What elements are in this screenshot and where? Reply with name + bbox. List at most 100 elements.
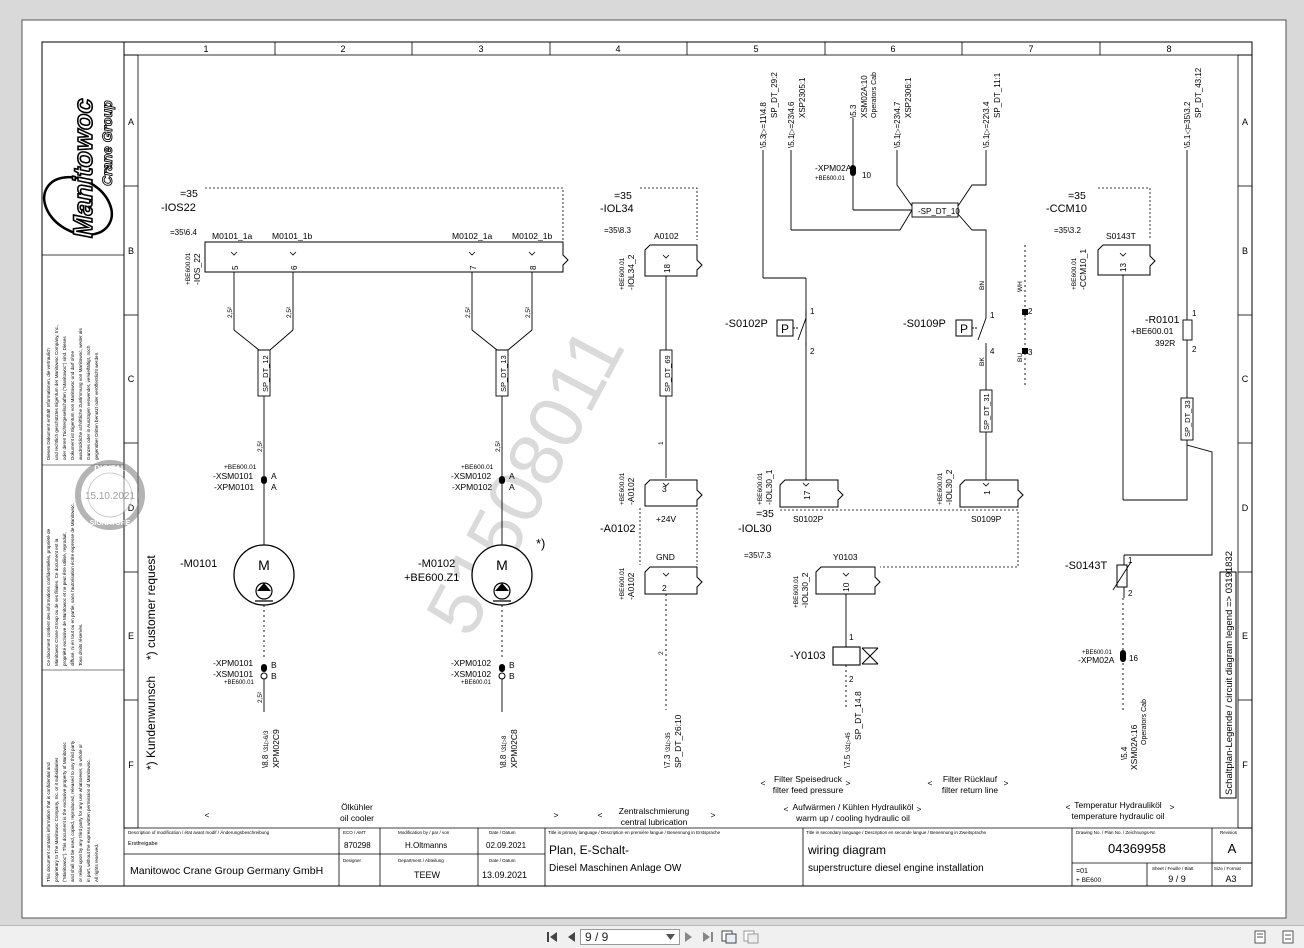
svg-text:Filter Speisedruck: Filter Speisedruck xyxy=(774,774,843,784)
svg-text:Y0103: Y0103 xyxy=(833,552,858,562)
svg-text:>: > xyxy=(1004,778,1009,788)
svg-text:oder deren Tochtergesellschaft: oder deren Tochtergesellschaften ("Manit… xyxy=(62,336,67,460)
svg-text:18: 18 xyxy=(663,264,672,273)
svg-text:-A0102: -A0102 xyxy=(626,572,636,600)
svg-text:B: B xyxy=(271,660,277,670)
svg-text:\8.8: \8.8 xyxy=(499,754,508,768)
svg-text:+BE600.01: +BE600.01 xyxy=(185,252,192,285)
svg-text:\31▷45: \31▷45 xyxy=(846,732,852,752)
chevron-down-icon xyxy=(666,934,675,940)
module-tag: -IOS22 xyxy=(161,202,196,214)
svg-text:1: 1 xyxy=(658,441,665,445)
plug-label: -SP_DT_10 xyxy=(918,207,960,216)
svg-text:=35\8.3: =35\8.3 xyxy=(604,226,631,235)
svg-text:A: A xyxy=(271,471,277,481)
legal-text-fr: Ce document contient des informations co… xyxy=(46,503,83,666)
svg-text:P: P xyxy=(781,322,789,336)
svg-text:filter return line: filter return line xyxy=(942,785,998,795)
page-number-input[interactable]: 9 / 9 xyxy=(580,929,680,945)
svg-text:DIGITAL: DIGITAL xyxy=(94,464,126,473)
svg-text:proprietary to The Manitowoc C: proprietary to The Manitowoc Company, In… xyxy=(54,757,59,882)
svg-text:Size / Format: Size / Format xyxy=(1214,866,1242,871)
module-a0102: +BE600.01 -A0102 3 +24V -A0102 GND +BE60… xyxy=(600,472,703,768)
legend-reference: Schaltplan-Legende / circuit diagram leg… xyxy=(1224,551,1235,795)
svg-text:\5.4: \5.4 xyxy=(1120,746,1129,760)
svg-text:("Manitowoc"). This document i: ("Manitowoc"). This document is the excl… xyxy=(62,742,67,882)
svg-text:XPM02C8: XPM02C8 xyxy=(509,729,519,768)
previous-page-icon xyxy=(568,932,575,942)
svg-text:gegenüber Dritten benutzt oder: gegenüber Dritten benutzt oder veröffent… xyxy=(94,352,99,460)
module-ios22: =35 -IOS22 =35\6.4 M0101_1a M0101_1b M01… xyxy=(161,187,569,285)
last-page-button[interactable] xyxy=(701,928,715,946)
svg-text:5: 5 xyxy=(231,265,240,270)
svg-text:-S0102P: -S0102P xyxy=(725,318,768,330)
svg-text:+BE600.01: +BE600.01 xyxy=(461,464,494,471)
legal-text-en: This document contains information that … xyxy=(46,740,99,882)
svg-text:2: 2 xyxy=(1028,307,1033,316)
svg-text:-IOL34: -IOL34 xyxy=(600,203,634,215)
svg-text:M: M xyxy=(258,557,270,573)
svg-text:Filter Rücklauf: Filter Rücklauf xyxy=(943,774,998,784)
svg-text:\5.3: \5.3 xyxy=(849,104,858,118)
svg-text:-XPM0101: -XPM0101 xyxy=(213,658,253,668)
svg-text:Description of modification /: Description of modification / état avant… xyxy=(128,829,270,835)
svg-text:2: 2 xyxy=(658,651,665,655)
svg-text:S0143T: S0143T xyxy=(1106,231,1136,241)
svg-text:SIGNATURE: SIGNATURE xyxy=(90,520,131,527)
back-view-button[interactable] xyxy=(721,928,737,946)
module-iol30: +BE600.01 -IOL30_1 17 S0102P +BE600.01 -… xyxy=(738,469,1024,608)
svg-text:15.10.2021: 15.10.2021 xyxy=(85,491,135,502)
svg-text:=35: =35 xyxy=(756,508,774,520)
svg-text:wiring diagram: wiring diagram xyxy=(807,843,886,857)
svg-text:A: A xyxy=(1228,841,1237,856)
svg-text:+BE600.01: +BE600.01 xyxy=(815,176,846,182)
svg-text:<: < xyxy=(1066,802,1071,812)
svg-text:-S0109P: -S0109P xyxy=(903,318,946,330)
next-page-button[interactable] xyxy=(683,928,695,946)
svg-text:=35: =35 xyxy=(1068,190,1086,202)
svg-text:-XPM0102: -XPM0102 xyxy=(452,482,492,492)
svg-text:1: 1 xyxy=(990,311,995,320)
svg-text:This document contains informa: This document contains information that … xyxy=(46,762,51,882)
svg-text:+BE600.01: +BE600.01 xyxy=(1131,326,1174,336)
svg-text:filter feed pressure: filter feed pressure xyxy=(773,785,844,795)
component-tag: -M0101 xyxy=(180,558,217,570)
svg-text:10: 10 xyxy=(862,171,871,180)
row-label: F xyxy=(1242,760,1248,770)
page-view-button[interactable] xyxy=(1281,928,1295,946)
row-label: B xyxy=(128,246,134,256)
svg-text:Operators Cab: Operators Cab xyxy=(1141,699,1148,745)
pin-label: M0101_1b xyxy=(272,231,312,241)
svg-text:Drawing No. / Plan No. / Zeich: Drawing No. / Plan No. / Zeichnungs-Nr. xyxy=(1076,830,1156,835)
svg-text:+ BE600: + BE600 xyxy=(1076,877,1102,884)
svg-text:2: 2 xyxy=(662,583,667,593)
svg-text:-IOL30_1: -IOL30_1 xyxy=(764,469,774,505)
svg-text:Dokument ist Eigentum von Mani: Dokument ist Eigentum von Manitowoc und … xyxy=(70,351,75,460)
svg-text:Temperatur Hydrauliköl: Temperatur Hydrauliköl xyxy=(1074,800,1162,810)
svg-text:in part, without the express w: in part, without the express written per… xyxy=(86,759,91,882)
svg-text:-XSM0101: -XSM0101 xyxy=(213,471,253,481)
svg-text:1: 1 xyxy=(1128,556,1133,565)
svg-text:2,5²: 2,5² xyxy=(227,306,234,318)
svg-text:XPM02C9: XPM02C9 xyxy=(271,729,281,768)
plug-label: SP_DT_12 xyxy=(261,355,270,392)
wiring-col5-7 xyxy=(762,118,1213,710)
svg-text:Title in primary language / De: Title in primary language / Description … xyxy=(548,830,721,835)
forward-view-button[interactable] xyxy=(743,928,759,946)
svg-text:10: 10 xyxy=(841,582,851,592)
svg-text:2,5²: 2,5² xyxy=(257,691,264,703)
svg-text:-IOL34_2: -IOL34_2 xyxy=(626,254,636,290)
first-page-button[interactable] xyxy=(545,928,559,946)
svg-text:and shall not be used, copied,: and shall not be used, copied, reproduce… xyxy=(70,740,75,882)
digital-signature-stamp: 15.10.2021 DIGITAL SIGNATURE xyxy=(75,460,145,530)
svg-text:Ganzes oder in Auszügen verwen: Ganzes oder in Auszügen verwendet, vervi… xyxy=(86,345,91,460)
svg-text:*): *) xyxy=(536,536,545,551)
previous-page-button[interactable] xyxy=(565,928,577,946)
svg-text:-IOL30_2: -IOL30_2 xyxy=(800,572,810,608)
svg-text:XSM02A:16: XSM02A:16 xyxy=(1129,724,1139,770)
book-view-button[interactable] xyxy=(1253,928,1267,946)
svg-text:2: 2 xyxy=(810,347,815,356)
resistor-r0101: -R0101 +BE600.01 392R 1 2 xyxy=(1131,309,1197,354)
svg-text:2,5²: 2,5² xyxy=(257,440,264,452)
column-label: 6 xyxy=(890,44,895,54)
